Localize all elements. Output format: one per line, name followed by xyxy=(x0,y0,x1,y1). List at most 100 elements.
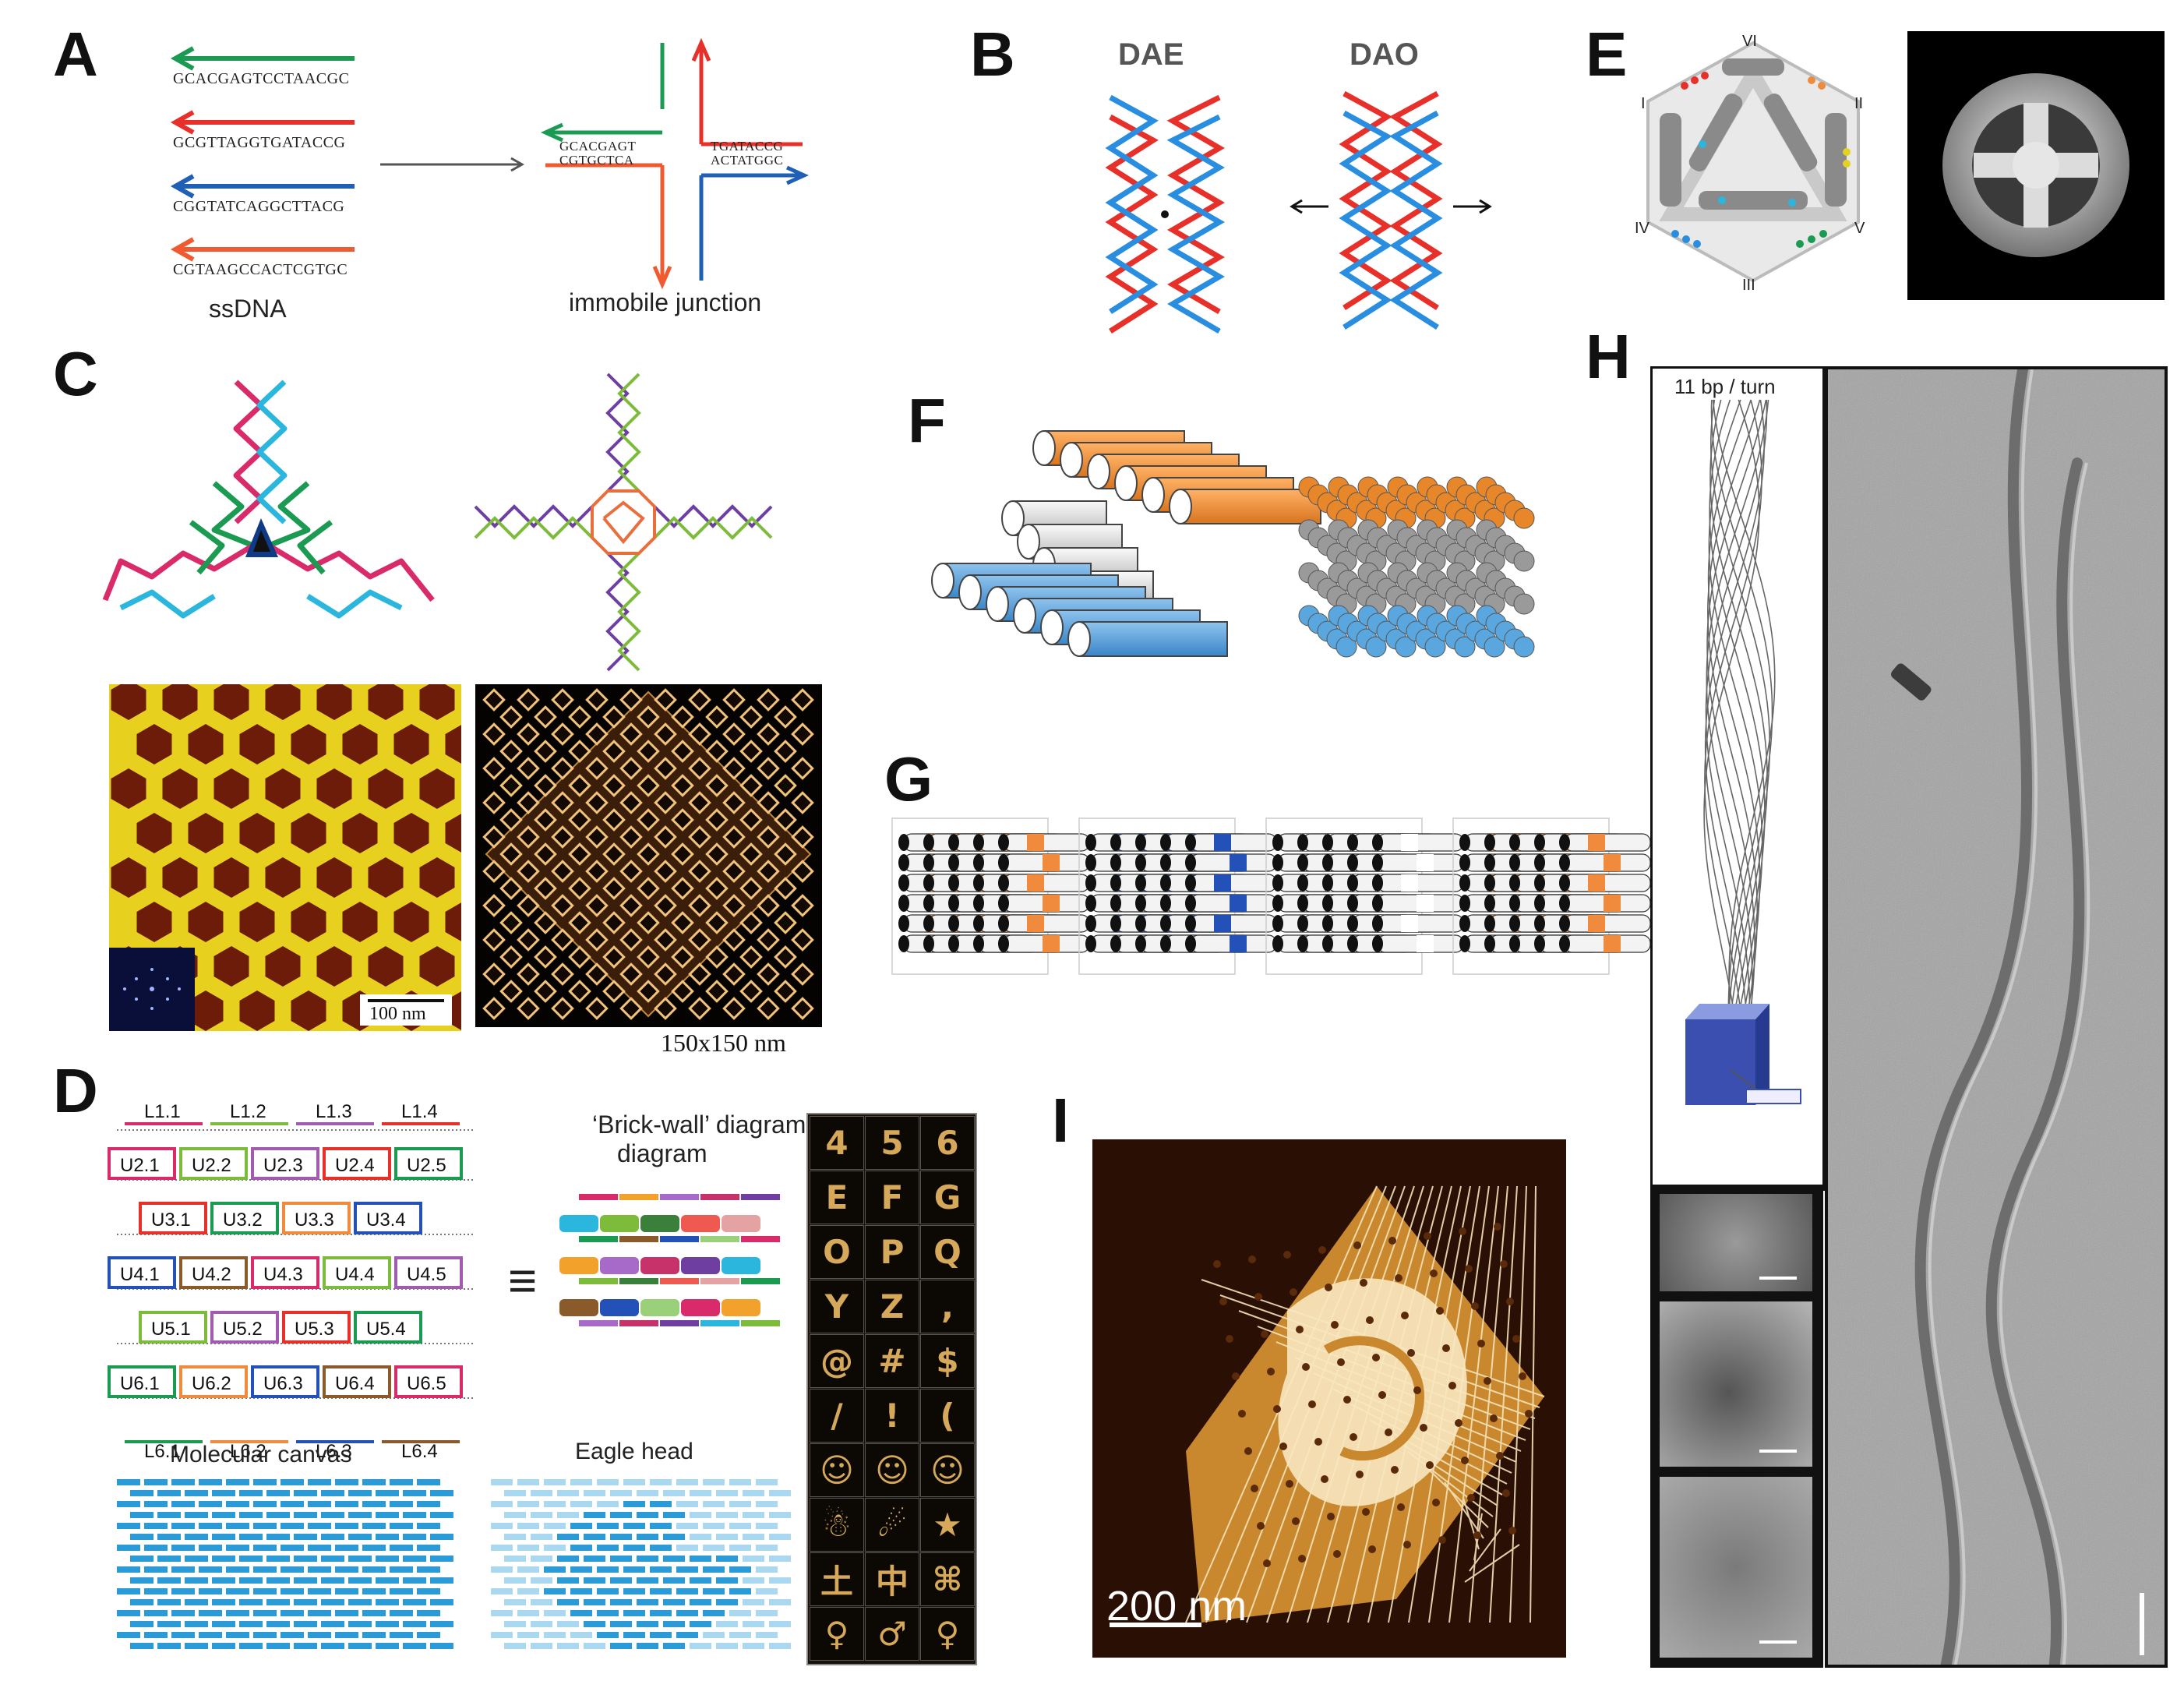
curved-bundle-models xyxy=(891,818,1651,975)
glyph-cell: / xyxy=(810,1389,864,1443)
hex-pore xyxy=(445,902,461,941)
hex-pore xyxy=(188,724,224,765)
roman-iv: IV xyxy=(1635,220,1649,237)
em-reconstruction-image xyxy=(1907,31,2165,300)
glyph-cell: Y xyxy=(810,1280,864,1333)
hex-pore xyxy=(393,902,429,942)
glyph-cell: E xyxy=(810,1171,864,1224)
panel-label-g: G xyxy=(884,744,933,814)
hexagonal-lattice-afm-image: 100 nm xyxy=(109,684,461,1031)
scale-label-200nm: 200 nm xyxy=(1106,1583,1247,1630)
tem-fiber-micrograph xyxy=(1825,366,2168,1668)
roman-v: V xyxy=(1854,220,1865,237)
glyph-cell: 5 xyxy=(865,1116,919,1170)
glyph-cell: ☺ xyxy=(865,1443,919,1497)
hex-pore xyxy=(111,857,146,898)
layered-helix-bundle-model xyxy=(931,430,1321,657)
brick-wall-title-2: diagram xyxy=(617,1139,707,1167)
glyph-cell: ☺ xyxy=(810,1443,864,1497)
panel-label-d: D xyxy=(53,1056,98,1125)
eagle-head-title: Eagle head xyxy=(575,1439,693,1464)
hex-pore xyxy=(316,768,352,809)
hex-pore xyxy=(213,684,249,720)
hex-pore xyxy=(368,857,404,898)
glyph-cell: , xyxy=(920,1280,975,1333)
dae-title: DAE xyxy=(1118,37,1184,72)
panel-label-e: E xyxy=(1586,19,1628,89)
junction-seq-rt: TGATACCG xyxy=(711,139,784,154)
brick-strand-label: U5.3 xyxy=(295,1319,334,1340)
hex-pore xyxy=(162,857,198,898)
strand-seq-1: GCACGAGTCCTAACGC xyxy=(173,70,350,87)
hex-pore xyxy=(393,724,429,765)
glyph-cell: F xyxy=(865,1171,919,1224)
brick-strand-label: U6.5 xyxy=(407,1373,446,1394)
roman-vi: VI xyxy=(1742,33,1757,50)
brick-strand-label: U2.3 xyxy=(263,1155,303,1176)
bottom-strand-label: L6.3 xyxy=(316,1441,352,1462)
hex-pore xyxy=(342,724,378,765)
glyph-cell: ☄ xyxy=(865,1498,919,1552)
hex-pore xyxy=(393,813,429,853)
hex-pore xyxy=(368,946,404,987)
hex-pore xyxy=(213,857,249,898)
panel-label-h: H xyxy=(1586,322,1631,391)
strand-seq-2: GCGTTAGGTGATACCG xyxy=(173,134,346,151)
glyph-cell: O xyxy=(810,1225,864,1279)
dae-diagram xyxy=(1105,94,1225,334)
scale-label-150nm: 150x150 nm xyxy=(661,1029,786,1057)
top-strand-label: L1.2 xyxy=(230,1101,266,1122)
hex-pore xyxy=(188,813,224,853)
panel-label-i: I xyxy=(1052,1086,1070,1155)
top-strand-label: L1.1 xyxy=(144,1101,181,1122)
molecular-canvas-title: Molecular canvas xyxy=(170,1442,352,1467)
hex-pore xyxy=(136,813,172,853)
dao-title: DAO xyxy=(1350,37,1419,72)
hex-pore xyxy=(213,768,249,809)
brick-strand-label: U2.1 xyxy=(120,1155,160,1176)
hex-pore xyxy=(342,813,378,853)
hex-pore xyxy=(419,768,455,809)
hex-pore xyxy=(316,684,352,720)
hex-pore xyxy=(342,902,378,942)
hex-pore xyxy=(291,813,326,853)
turn-label: 11 bp / turn xyxy=(1674,375,1776,398)
helix-bundle-cube xyxy=(1685,1004,1801,1105)
bottom-strand-label: L6.2 xyxy=(230,1441,266,1462)
junction-seq-lt: GCACGAGT xyxy=(559,139,637,154)
glyph-cell: ♂ xyxy=(865,1607,919,1661)
hex-pore xyxy=(162,768,198,809)
hex-pore xyxy=(239,724,275,765)
glyph-cell: ☺ xyxy=(920,1443,975,1497)
hex-pore xyxy=(136,902,172,942)
hex-pore xyxy=(111,768,146,809)
hex-pore xyxy=(291,902,326,942)
brick-strand-label: U3.2 xyxy=(223,1209,263,1231)
hex-pore xyxy=(419,857,455,898)
brick-strand-label: U5.4 xyxy=(366,1319,406,1340)
scale-bar-100nm: 100 nm xyxy=(360,994,452,1026)
brick-strand-label: U4.3 xyxy=(263,1264,303,1285)
hex-pore xyxy=(291,991,326,1031)
scale-label-100nm: 100 nm xyxy=(369,1004,426,1024)
glyph-cell: G xyxy=(920,1171,975,1224)
brick-strand-label: U6.2 xyxy=(192,1373,231,1394)
junction-seq-lb: CGTGCTCA xyxy=(559,153,634,168)
ssdna-caption: ssDNA xyxy=(209,295,287,323)
glyph-cell: ★ xyxy=(920,1498,975,1552)
roman-iii: III xyxy=(1742,277,1755,294)
panel-label-c: C xyxy=(53,339,98,408)
grid-lattice-afm-image xyxy=(475,684,822,1027)
hex-pore xyxy=(239,902,275,942)
layered-helix-bundle-render xyxy=(1298,476,1535,658)
brick-strand-label: U3.1 xyxy=(151,1209,191,1231)
bottom-strand-label: L6.4 xyxy=(401,1441,438,1462)
glyph-cell: 4 xyxy=(810,1116,864,1170)
hex-pore xyxy=(188,902,224,942)
glyph-cell: 6 xyxy=(920,1116,975,1170)
hex-pore xyxy=(265,946,301,987)
brick-strand-label: U4.4 xyxy=(335,1264,375,1285)
top-strand-label: L1.4 xyxy=(401,1101,438,1122)
